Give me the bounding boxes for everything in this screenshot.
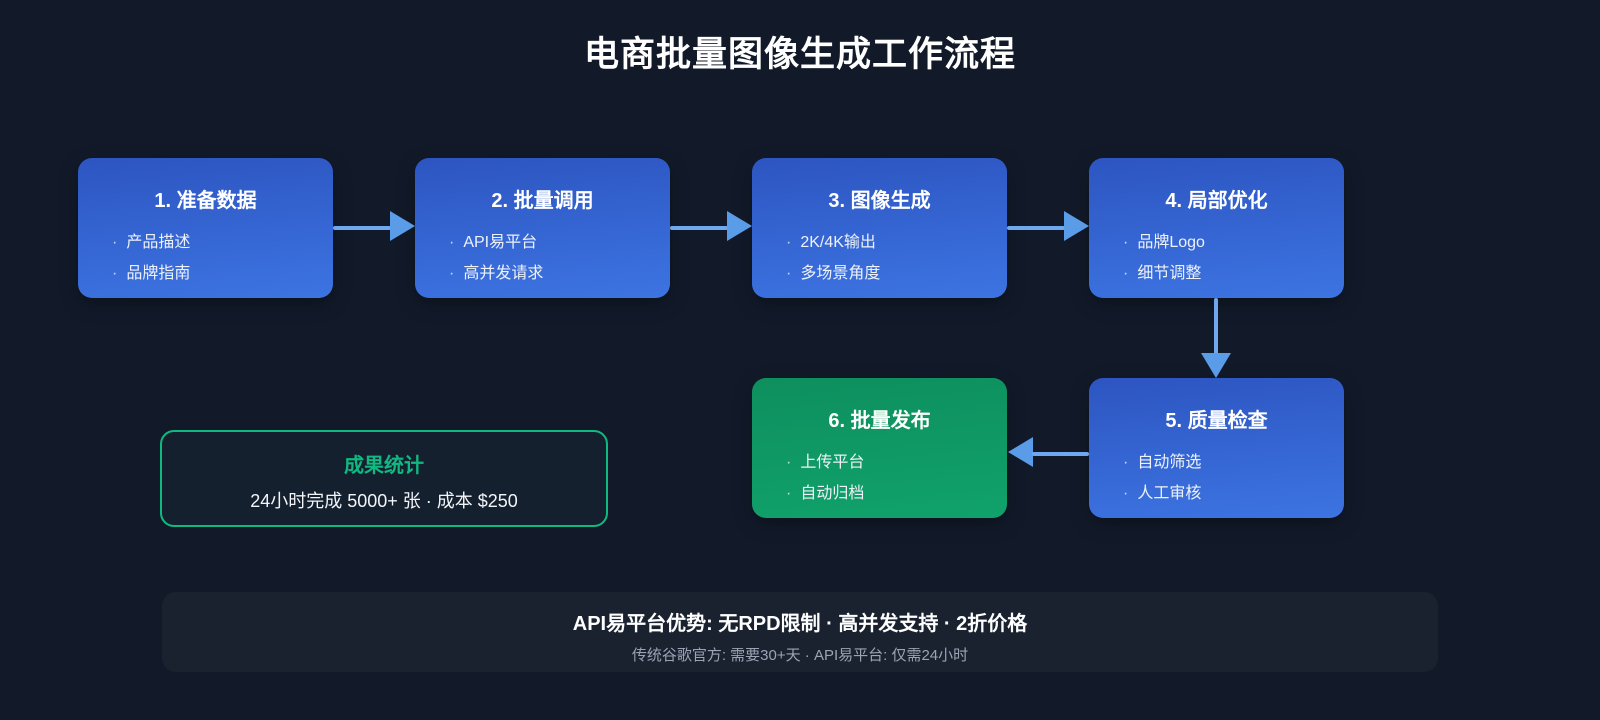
arrow-step5-to-step6-icon — [1008, 437, 1089, 471]
item-text: 多场景角度 — [800, 265, 881, 282]
flow-step-6-box: 6. 批量发布 · 上传平台 · 自动归档 — [752, 378, 1007, 518]
flow-step-4-item-2: · 细节调整 — [1123, 258, 1344, 289]
flow-step-4-box: 4. 局部优化 · 品牌Logo · 细节调整 — [1089, 158, 1344, 298]
flow-step-1-title: 1. 准备数据 — [154, 190, 257, 212]
bullet-dot: · — [1123, 265, 1129, 282]
flow-step-1-item-2: · 品牌指南 — [112, 258, 333, 289]
stats-title: 成果统计 — [344, 455, 424, 477]
flow-step-4-title: 4. 局部优化 — [1165, 190, 1268, 212]
flow-step-6-item-2: · 自动归档 — [786, 478, 1007, 509]
item-text: 上传平台 — [800, 454, 865, 471]
footer-headline: API易平台优势: 无RPD限制 · 高并发支持 · 2折价格 — [572, 613, 1028, 635]
flow-step-1-items: · 产品描述 · 品牌指南 — [78, 227, 333, 289]
item-text: 品牌Logo — [1137, 234, 1205, 251]
flow-step-4-item-1: · 品牌Logo — [1123, 227, 1344, 258]
bullet-dot: · — [1123, 234, 1129, 251]
bullet-dot: · — [786, 454, 792, 471]
item-text: 人工审核 — [1137, 485, 1202, 502]
bullet-dot: · — [1123, 485, 1129, 502]
item-text: 产品描述 — [126, 234, 191, 251]
footer-banner: API易平台优势: 无RPD限制 · 高并发支持 · 2折价格 传统谷歌官方: … — [162, 592, 1438, 672]
bullet-dot: · — [786, 234, 792, 251]
flow-step-3-items: · 2K/4K输出 · 多场景角度 — [752, 227, 1007, 289]
arrow-step1-to-step2-icon — [333, 211, 415, 245]
bullet-dot: · — [786, 485, 792, 502]
footer-subline: 传统谷歌官方: 需要30+天 · API易平台: 仅需24小时 — [631, 647, 969, 664]
flow-step-4-items: · 品牌Logo · 细节调整 — [1089, 227, 1344, 289]
bullet-dot: · — [112, 234, 118, 251]
flow-step-6-title: 6. 批量发布 — [828, 410, 931, 432]
flow-step-6-items: · 上传平台 · 自动归档 — [752, 447, 1007, 509]
flow-step-2-item-2: · 高并发请求 — [449, 258, 670, 289]
arrow-step4-to-step5-icon — [1199, 298, 1233, 378]
flow-step-6-item-1: · 上传平台 — [786, 447, 1007, 478]
flow-step-1-box: 1. 准备数据 · 产品描述 · 品牌指南 — [78, 158, 333, 298]
flow-step-3-item-2: · 多场景角度 — [786, 258, 1007, 289]
bullet-dot: · — [112, 265, 118, 282]
flow-step-3-box: 3. 图像生成 · 2K/4K输出 · 多场景角度 — [752, 158, 1007, 298]
stats-value: 24小时完成 5000+ 张 · 成本 $250 — [250, 491, 518, 511]
item-text: 高并发请求 — [463, 265, 544, 282]
flow-step-1-item-1: · 产品描述 — [112, 227, 333, 258]
flow-step-5-item-2: · 人工审核 — [1123, 478, 1344, 509]
item-text: 2K/4K输出 — [800, 234, 876, 251]
flow-step-2-title: 2. 批量调用 — [491, 190, 594, 212]
flow-step-5-title: 5. 质量检查 — [1165, 410, 1268, 432]
page-title: 电商批量图像生成工作流程 — [583, 35, 1016, 74]
item-text: API易平台 — [463, 234, 538, 251]
flow-step-5-items: · 自动筛选 · 人工审核 — [1089, 447, 1344, 509]
bullet-dot: · — [786, 265, 792, 282]
item-text: 自动归档 — [800, 485, 865, 502]
flow-step-2-item-1: · API易平台 — [449, 227, 670, 258]
bullet-dot: · — [449, 234, 455, 251]
item-text: 自动筛选 — [1137, 454, 1202, 471]
flow-step-3-title: 3. 图像生成 — [828, 190, 931, 212]
arrow-step2-to-step3-icon — [670, 211, 752, 245]
item-text: 品牌指南 — [126, 265, 191, 282]
arrow-step3-to-step4-icon — [1007, 211, 1089, 245]
stats-summary-box: 成果统计 24小时完成 5000+ 张 · 成本 $250 — [160, 430, 608, 527]
bullet-dot: · — [1123, 454, 1129, 471]
flow-step-2-items: · API易平台 · 高并发请求 — [415, 227, 670, 289]
flow-step-5-item-1: · 自动筛选 — [1123, 447, 1344, 478]
flow-step-2-box: 2. 批量调用 · API易平台 · 高并发请求 — [415, 158, 670, 298]
item-text: 细节调整 — [1137, 265, 1202, 282]
flow-step-5-box: 5. 质量检查 · 自动筛选 · 人工审核 — [1089, 378, 1344, 518]
flow-step-3-item-1: · 2K/4K输出 — [786, 227, 1007, 258]
bullet-dot: · — [449, 265, 455, 282]
